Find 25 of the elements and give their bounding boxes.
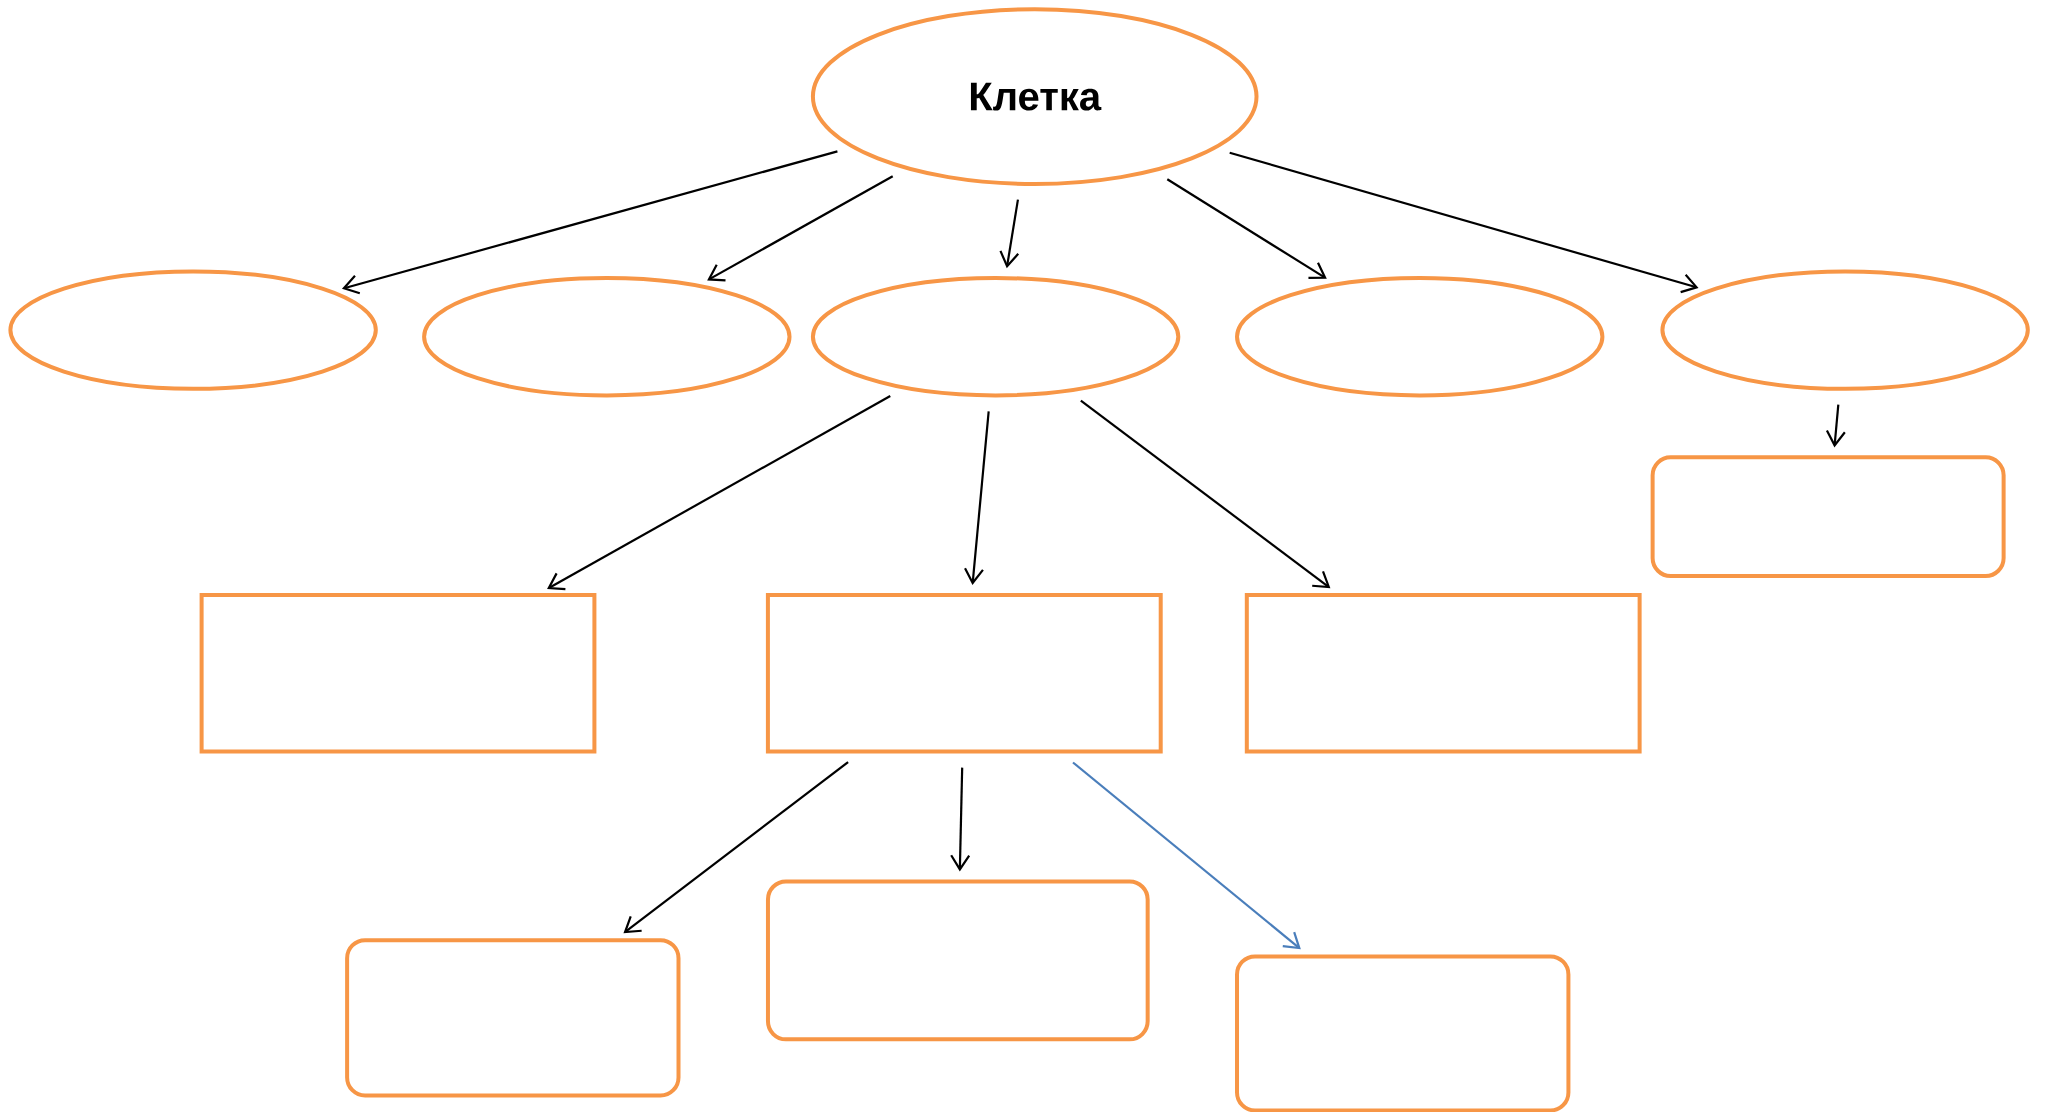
ellipse-node (8, 269, 378, 391)
ellipse-node: Клетка (810, 7, 1259, 186)
arrow (1166, 178, 1327, 280)
arrow (1825, 404, 1846, 448)
box-node (765, 593, 1163, 754)
arrow (964, 411, 990, 586)
ellipse-node (1235, 276, 1605, 398)
arrow (341, 150, 838, 295)
arrow (999, 199, 1020, 269)
arrow (1072, 761, 1301, 950)
arrow (1080, 399, 1331, 589)
rounded-box-node (345, 938, 681, 1098)
ellipse-node (810, 276, 1181, 398)
arrow (623, 761, 849, 934)
box-node (199, 593, 597, 754)
box-node (1244, 593, 1642, 754)
rounded-box-node (765, 879, 1150, 1042)
arrow (1229, 151, 1699, 294)
arrow (707, 175, 894, 282)
arrow (547, 395, 891, 591)
rounded-box-node (1235, 954, 1571, 1112)
rounded-box-node (1650, 455, 2006, 579)
ellipse-node (1660, 269, 2030, 391)
arrow (950, 767, 971, 872)
ellipse-node (422, 276, 792, 398)
